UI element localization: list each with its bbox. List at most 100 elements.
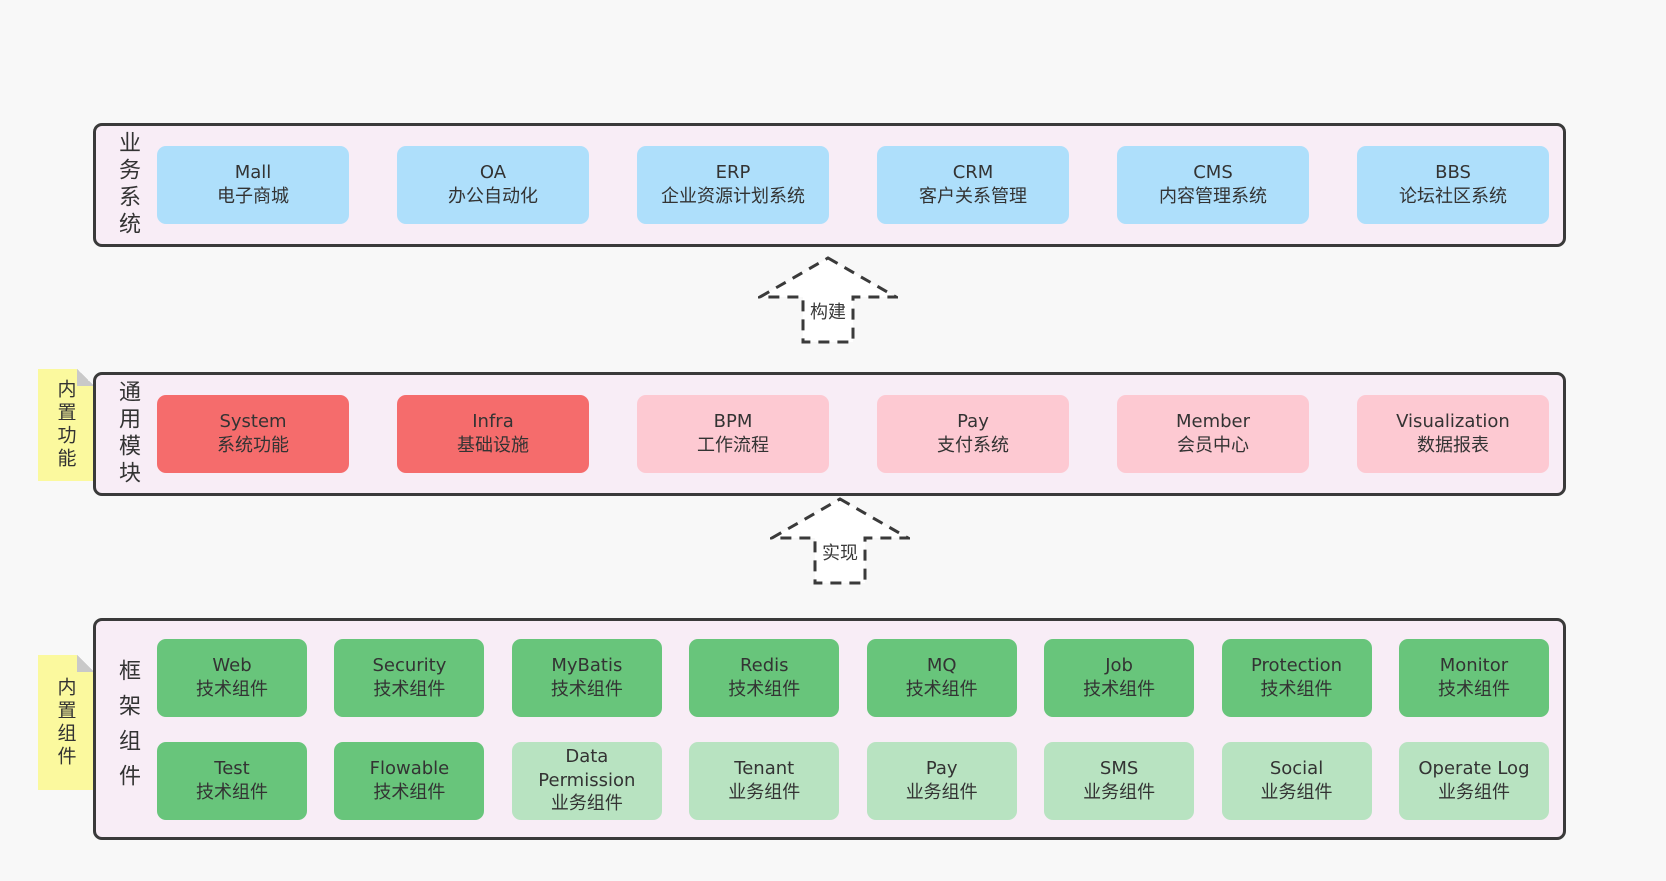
box-title: Member: [1175, 411, 1251, 433]
component-box-flowable: Flowable 技术组件: [334, 741, 485, 820]
box-subtitle: 会员中心: [1177, 435, 1249, 456]
component-box-tenant: Tenant 业务组件: [689, 741, 840, 820]
framework-components-rows: Web 技术组件 Security 技术组件 MyBatis 技术组件 Redi…: [143, 638, 1563, 820]
box-title: Test: [214, 757, 250, 779]
box-subtitle: 技术组件: [905, 678, 978, 700]
build-arrow: 构建: [758, 256, 898, 344]
framework-row-2: Test 技术组件 Flowable 技术组件 Data Permission …: [157, 741, 1549, 820]
business-systems-panel-label: 业务系统: [115, 131, 140, 239]
component-box-test: Test 技术组件: [157, 741, 307, 820]
box-title: Pay: [925, 757, 958, 779]
framework-row-1: Web 技术组件 Security 技术组件 MyBatis 技术组件 Redi…: [157, 638, 1549, 717]
box-subtitle: 技术组件: [373, 781, 446, 803]
box-title: ERP: [715, 162, 751, 184]
box-title: Job: [1105, 654, 1133, 676]
system-box-cms: CMS 内容管理系统: [1117, 146, 1309, 224]
module-box-system: System 系统功能: [157, 395, 349, 473]
component-box-protection: Protection 技术组件: [1221, 638, 1372, 717]
component-box-security: Security 技术组件: [334, 638, 485, 717]
component-box-mq: MQ 技术组件: [866, 638, 1017, 717]
framework-components-panel-label: 框架组件: [115, 659, 140, 799]
box-subtitle: 技术组件: [373, 678, 446, 700]
builtin-features-note: 内置功能: [38, 369, 94, 481]
box-subtitle: 业务组件: [550, 793, 623, 815]
common-modules-panel: 通用模块 System 系统功能 Infra 基础设施 BPM 工作流程 Pay…: [93, 372, 1566, 496]
box-title: Visualization: [1396, 411, 1510, 433]
box-subtitle: 技术组件: [1437, 678, 1510, 700]
component-box-web: Web 技术组件: [157, 638, 307, 717]
box-title: CMS: [1193, 162, 1233, 184]
component-box-mybatis: MyBatis 技术组件: [511, 638, 662, 717]
box-title: Redis: [739, 654, 789, 676]
box-title: MyBatis: [551, 654, 623, 676]
box-title: System: [219, 411, 287, 433]
box-title: Web: [212, 654, 252, 676]
system-box-mall: Mall 电子商城: [157, 146, 349, 224]
box-subtitle: 业务组件: [1260, 781, 1333, 803]
module-box-member: Member 会员中心: [1117, 395, 1309, 473]
box-subtitle: 电子商城: [217, 186, 289, 207]
common-modules-panel-label: 通用模块: [115, 380, 140, 488]
framework-components-panel: 框架组件 Web 技术组件 Security 技术组件 MyBatis 技术组件…: [93, 618, 1566, 840]
box-subtitle: 技术组件: [1083, 678, 1156, 700]
module-box-visualization: Visualization 数据报表: [1357, 395, 1549, 473]
component-box-monitor: Monitor 技术组件: [1398, 638, 1549, 717]
common-modules-box-row: System 系统功能 Infra 基础设施 BPM 工作流程 Pay 支付系统…: [143, 395, 1563, 473]
box-subtitle: 技术组件: [550, 678, 623, 700]
business-systems-panel: 业务系统 Mall 电子商城 OA 办公自动化 ERP 企业资源计划系统 CRM…: [93, 123, 1566, 247]
box-title: Security: [372, 654, 447, 676]
box-subtitle: 技术组件: [196, 678, 268, 700]
box-title: Data Permission: [538, 745, 636, 791]
box-subtitle: 业务组件: [1437, 781, 1510, 803]
builtin-components-note: 内置组件: [38, 655, 94, 790]
box-title: Pay: [957, 411, 989, 433]
box-title: Infra: [472, 411, 514, 433]
component-box-redis: Redis 技术组件: [689, 638, 840, 717]
box-subtitle: 内容管理系统: [1159, 186, 1267, 207]
implement-arrow-label: 实现: [818, 539, 862, 565]
box-subtitle: 数据报表: [1417, 435, 1489, 456]
builtin-features-note-text: 内置功能: [54, 379, 77, 471]
builtin-components-note-text: 内置组件: [54, 676, 77, 769]
system-box-erp: ERP 企业资源计划系统: [637, 146, 829, 224]
box-title: SMS: [1099, 757, 1139, 779]
system-box-oa: OA 办公自动化: [397, 146, 589, 224]
box-subtitle: 支付系统: [937, 435, 1009, 456]
box-title: MQ: [926, 654, 957, 676]
box-title: OA: [479, 162, 507, 184]
system-box-crm: CRM 客户关系管理: [877, 146, 1069, 224]
box-title: CRM: [952, 162, 994, 184]
box-title: Tenant: [734, 757, 795, 779]
box-title: Flowable: [369, 757, 450, 779]
implement-arrow: 实现: [770, 497, 910, 585]
box-title: BBS: [1435, 162, 1471, 184]
component-box-job: Job 技术组件: [1044, 638, 1195, 717]
box-subtitle: 技术组件: [1260, 678, 1333, 700]
box-subtitle: 基础设施: [457, 435, 529, 456]
box-title: Operate Log: [1418, 757, 1530, 779]
build-arrow-label: 构建: [806, 298, 850, 324]
module-box-infra: Infra 基础设施: [397, 395, 589, 473]
box-subtitle: 办公自动化: [448, 186, 538, 207]
box-title: Protection: [1250, 654, 1343, 676]
box-subtitle: 企业资源计划系统: [661, 186, 805, 207]
box-subtitle: 技术组件: [728, 678, 801, 700]
module-box-bpm: BPM 工作流程: [637, 395, 829, 473]
component-box-data-permission: Data Permission 业务组件: [511, 741, 662, 820]
box-subtitle: 论坛社区系统: [1399, 186, 1507, 207]
business-systems-box-row: Mall 电子商城 OA 办公自动化 ERP 企业资源计划系统 CRM 客户关系…: [143, 146, 1563, 224]
box-subtitle: 工作流程: [697, 435, 769, 456]
box-title: Mall: [234, 162, 272, 184]
box-title: Monitor: [1439, 654, 1509, 676]
box-subtitle: 客户关系管理: [919, 186, 1027, 207]
component-box-social: Social 业务组件: [1221, 741, 1372, 820]
box-title: BPM: [713, 411, 753, 433]
component-box-sms: SMS 业务组件: [1044, 741, 1195, 820]
component-box-pay: Pay 业务组件: [866, 741, 1017, 820]
box-subtitle: 业务组件: [1083, 781, 1156, 803]
system-box-bbs: BBS 论坛社区系统: [1357, 146, 1549, 224]
box-subtitle: 业务组件: [728, 781, 801, 803]
module-box-pay: Pay 支付系统: [877, 395, 1069, 473]
box-subtitle: 系统功能: [217, 435, 289, 456]
box-title: Social: [1269, 757, 1324, 779]
